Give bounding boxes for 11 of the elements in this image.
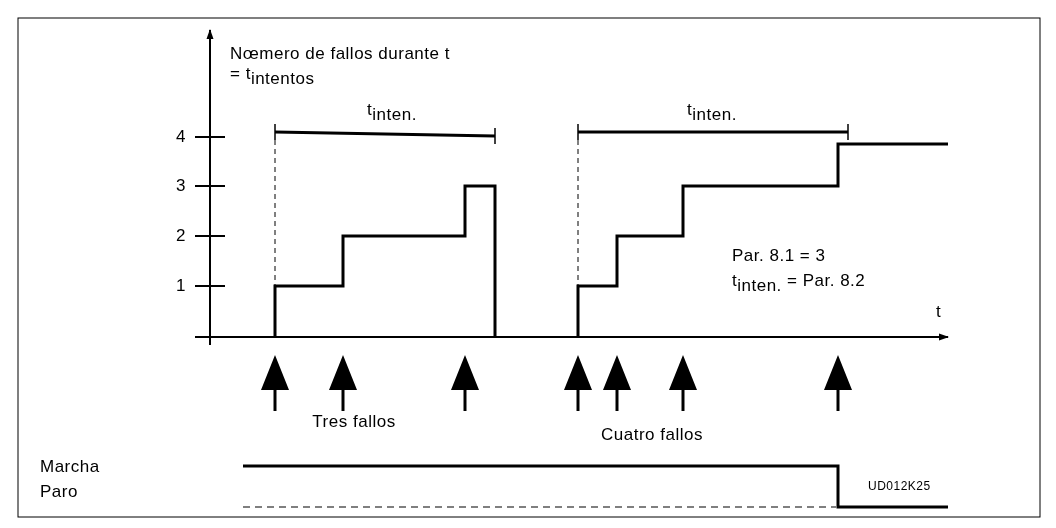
tick-label: 4 (176, 127, 186, 147)
tick-label: 3 (176, 176, 186, 196)
signal-label: Paro (40, 482, 78, 502)
signal-label: Marcha (40, 457, 100, 477)
event-label: Cuatro fallos (601, 425, 703, 445)
parameter-note: Par. 8.1 = 3 (732, 246, 826, 266)
axis-label: t (936, 302, 942, 322)
tick-label: 1 (176, 276, 186, 296)
event-label: Tres fallos (312, 412, 396, 432)
figure-code: UD012K25 (868, 478, 931, 495)
tick-label: 2 (176, 226, 186, 246)
